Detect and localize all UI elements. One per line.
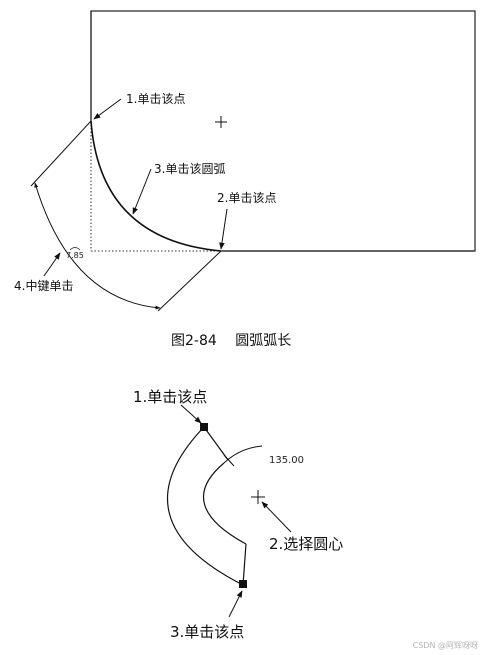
label-bottom-click-point-1: 1.单击该点 [133, 388, 207, 406]
leader-bottom-1 [180, 404, 202, 424]
picked-point-3 [239, 580, 247, 588]
label-click-point-1: 1.单击该点 [126, 92, 185, 106]
outer-arc [167, 426, 244, 586]
extension-line-2 [157, 250, 222, 312]
watermark: CSDN @阿辉呀呀 [413, 641, 478, 650]
end-line-top [203, 426, 229, 461]
picked-point-1 [200, 423, 208, 431]
bottom-figure: 135.00 1.单击该点 2.选择圆心 3.单击该点 [133, 388, 343, 641]
arc-symbol [69, 247, 81, 251]
label-click-point-2: 2.单击该点 [217, 191, 276, 205]
angle-dimension-arc [223, 445, 263, 464]
label-click-arc-3: 3.单击该圆弧 [154, 162, 225, 176]
dimension-value: 7.85 [66, 251, 84, 260]
leader-bottom-3 [228, 590, 243, 618]
leader-1 [93, 98, 122, 120]
angle-dim-tick [223, 454, 235, 467]
leader-bottom-2 [261, 501, 292, 533]
angle-value: 135.00 [269, 455, 304, 466]
label-bottom-select-center-2: 2.选择圆心 [269, 535, 343, 553]
leader-2 [219, 208, 228, 250]
extension-line-1 [30, 120, 92, 187]
figure-caption: 图2-84 圆弧弧长 [171, 333, 291, 349]
label-bottom-click-point-3: 3.单击该点 [170, 623, 244, 641]
leader-4 [43, 252, 61, 277]
top-figure: 7.85 1.单击该点 3.单击该圆弧 2.单击该点 4.中键单击 图2-84 … [14, 10, 476, 349]
center-crosshair-icon [215, 116, 227, 128]
label-middle-click-4: 4.中键单击 [14, 278, 73, 293]
dimension-arc [34, 182, 161, 310]
leader-3 [132, 168, 152, 215]
inner-arc [202, 462, 247, 545]
circle-center-icon [251, 490, 265, 504]
end-line-bottom [242, 543, 247, 586]
